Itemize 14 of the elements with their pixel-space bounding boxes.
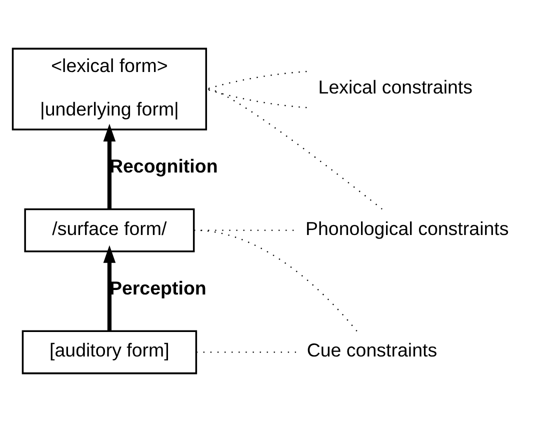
connector	[206, 70, 307, 90]
node-box: /surface form/	[24, 208, 195, 252]
connector	[208, 88, 382, 210]
node-text: Phonological constraints	[306, 217, 509, 238]
node-text: Lexical constraints	[318, 76, 473, 98]
node-box: <lexical form> |underlying form|	[12, 47, 208, 130]
connector	[194, 229, 358, 331]
node-text: Cue constraints	[306, 339, 438, 360]
edge-label: Perception	[109, 277, 206, 298]
edge-label: Recognition	[109, 155, 218, 176]
connector	[206, 88, 307, 108]
arrow	[103, 123, 116, 208]
node-box: [auditory form]	[22, 330, 198, 374]
arrow	[103, 244, 116, 330]
